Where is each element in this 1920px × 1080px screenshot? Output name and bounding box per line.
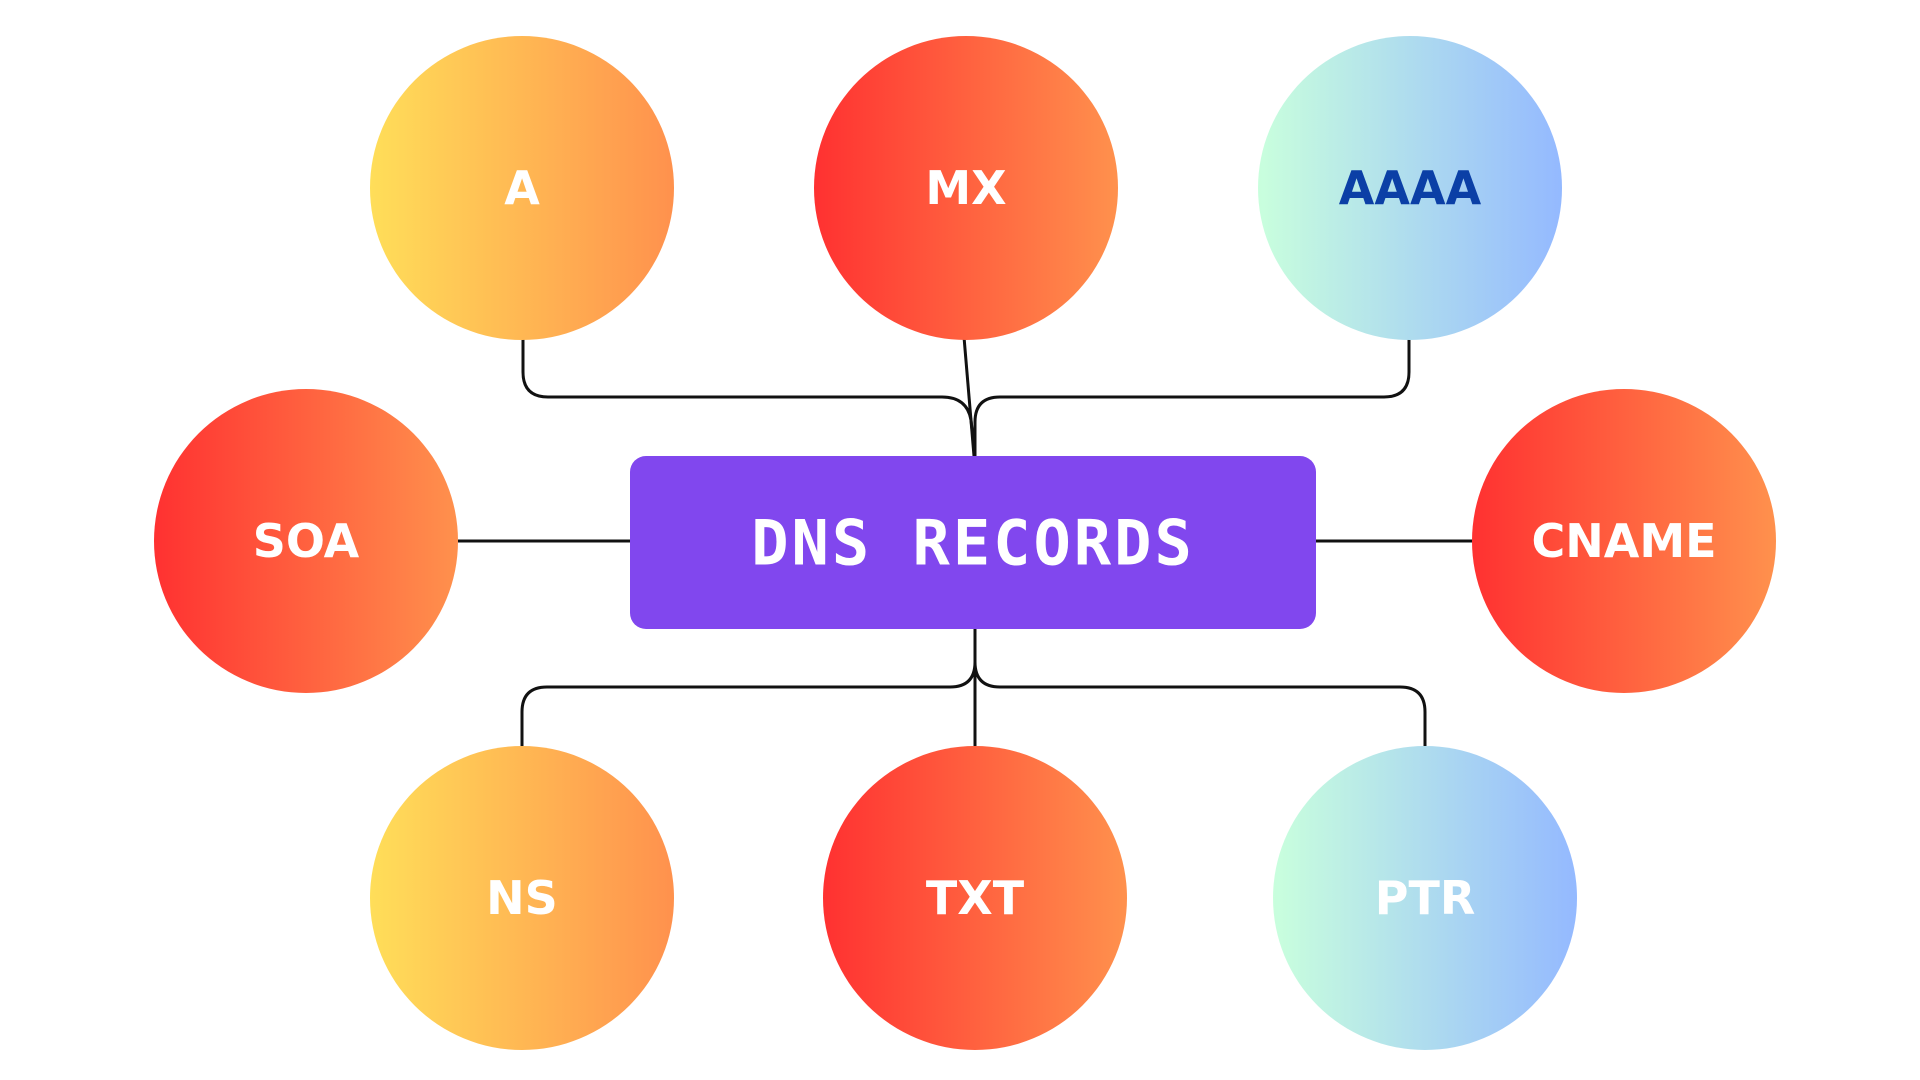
node-mx-label: MX	[925, 161, 1006, 215]
node-ptr-label: PTR	[1375, 871, 1476, 925]
node-a-circle	[370, 36, 674, 340]
connectors	[458, 336, 1472, 746]
node-a: A	[370, 36, 674, 340]
connector-ns	[520, 629, 977, 746]
node-soa-label: SOA	[253, 514, 360, 568]
node-txt-circle	[823, 746, 1127, 1050]
connector-ptr	[973, 629, 1427, 746]
connector-aaaa	[973, 337, 1411, 456]
node-txt: TXT	[823, 746, 1127, 1050]
node-soa-circle	[154, 389, 458, 693]
node-txt-label: TXT	[926, 871, 1025, 925]
node-ptr-circle	[1273, 746, 1577, 1050]
connector-mx	[962, 336, 976, 457]
node-soa: SOA	[154, 389, 458, 693]
center-node: DNS RECORDS	[630, 456, 1316, 629]
node-ns-label: NS	[486, 871, 558, 925]
node-ptr: PTR	[1273, 746, 1577, 1050]
node-ns: NS	[370, 746, 674, 1050]
connector-a	[521, 337, 977, 457]
node-cname: CNAME	[1472, 389, 1776, 693]
node-aaaa: AAAA	[1258, 36, 1562, 340]
node-cname-label: CNAME	[1531, 514, 1716, 568]
node-cname-circle	[1472, 389, 1776, 693]
node-aaaa-circle	[1258, 36, 1562, 340]
center-title: DNS RECORDS	[751, 507, 1195, 580]
node-mx: MX	[814, 36, 1118, 340]
node-ns-circle	[370, 746, 674, 1050]
node-aaaa-label: AAAA	[1339, 161, 1482, 215]
center-box	[630, 456, 1316, 629]
node-mx-circle	[814, 36, 1118, 340]
node-a-label: A	[504, 161, 540, 215]
